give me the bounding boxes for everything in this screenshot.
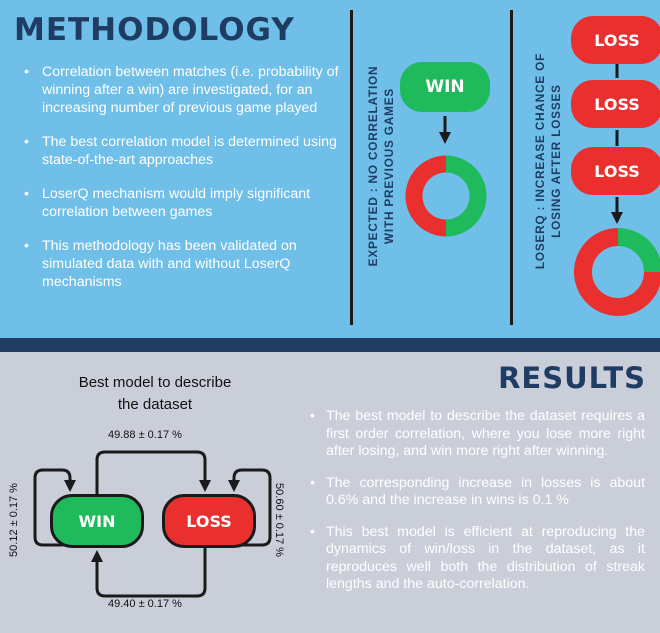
loss-to-win-arrow [91,548,207,598]
methodology-bullet: This methodology has been validated on s… [20,237,340,291]
expected-donut-loss-segment [405,155,447,237]
methodology-bullet: Correlation between matches (i.e. probab… [20,63,340,117]
results-bullet: This best model is efficient at reproduc… [310,524,645,594]
methodology-bullet: LoserQ mechanism would imply significant… [20,185,340,221]
section-divider [0,338,660,352]
model-win-node: WIN [50,494,144,548]
model-title-line1: Best model to describe [78,374,232,391]
win-to-loss-arrow [95,450,211,494]
top-diagram [405,64,660,316]
methodology-list: Correlation between matches (i.e. probab… [20,63,340,307]
separator-line-right [510,10,513,325]
win-self-loop-arrow [33,468,76,547]
model-title-line2: the dataset [117,396,193,413]
results-bullet: The corresponding increase in losses is … [310,475,645,510]
expected-win-pill: WIN [400,62,490,112]
loss-to-win-label: 49.40 ± 0.17 % [108,598,182,610]
loss-self-loop-arrow [228,468,272,547]
loserq-donut-loss-segment [574,228,660,316]
methodology-title: METHODOLOGY [14,12,295,48]
loserq-loss-pill: LOSS [571,16,660,64]
separator-line-left [350,10,353,325]
model-title: Best model to describe the dataset [40,372,270,416]
methodology-bullet: The best correlation model is determined… [20,133,340,169]
loserq-donut [574,228,660,316]
loserq-donut-win-segment [617,228,660,273]
expected-donut [405,155,487,237]
loss-to-loss-label: 50.60 ± 0.17 % [272,483,285,557]
loserq-loss-pill: LOSS [571,147,660,195]
expected-donut-win-segment [445,155,487,237]
results-bullet: The best model to describe the dataset r… [310,408,645,461]
model-loss-node: LOSS [162,494,256,548]
results-list: The best model to describe the dataset r… [310,408,645,608]
results-title: RESULTS [498,361,646,395]
win-to-win-label: 50.12 ± 0.17 % [7,483,20,557]
loserq-loss-pill: LOSS [571,80,660,128]
win-to-loss-label: 49.88 ± 0.17 % [108,429,182,441]
